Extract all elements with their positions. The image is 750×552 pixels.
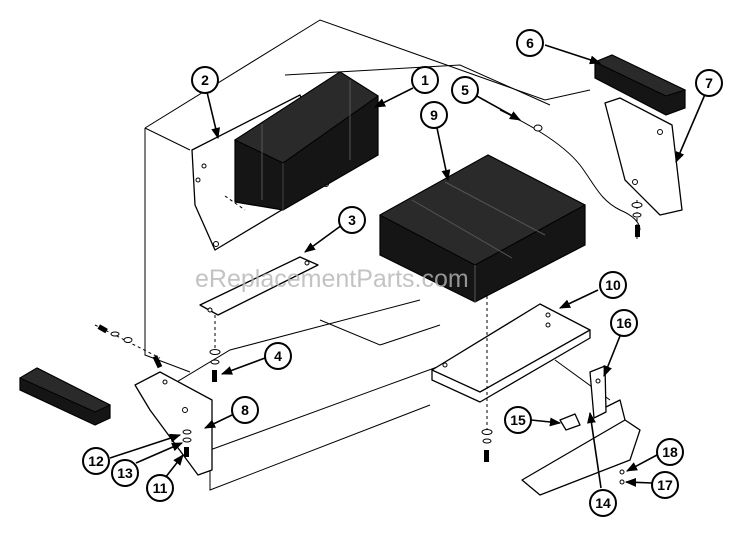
right-tray-pad	[593, 54, 687, 116]
callout-4: 4	[264, 342, 292, 370]
svg-text:5: 5	[461, 82, 469, 98]
callout-8: 8	[231, 396, 259, 424]
callout-9: 9	[420, 101, 448, 129]
callout-18: 18	[656, 438, 684, 466]
callout-11: 11	[146, 474, 174, 502]
callout-12: 12	[82, 447, 110, 475]
svg-text:1: 1	[421, 72, 429, 88]
svg-text:2: 2	[201, 72, 209, 88]
callout-3: 3	[338, 206, 366, 234]
watermark: eReplacementParts.com	[195, 265, 469, 293]
right-base-plate	[431, 296, 591, 462]
fastener-stack-left	[209, 315, 221, 382]
callout-6: 6	[516, 29, 544, 57]
right-bracket	[604, 97, 683, 240]
battery-cable	[499, 109, 641, 231]
svg-text:8: 8	[241, 402, 249, 418]
svg-text:16: 16	[616, 315, 632, 331]
callout-17: 17	[651, 471, 679, 499]
svg-text:3: 3	[348, 212, 356, 228]
callout-16: 16	[610, 309, 638, 337]
callout-7: 7	[695, 69, 723, 97]
right-lower-guard	[521, 365, 641, 496]
left-bracket	[94, 324, 213, 476]
callout-5: 5	[451, 76, 479, 104]
svg-text:11: 11	[153, 480, 168, 496]
svg-text:14: 14	[595, 495, 611, 511]
callout-13: 13	[111, 459, 139, 487]
frame-outline	[144, 19, 611, 491]
svg-text:4: 4	[274, 348, 282, 364]
callout-14: 14	[589, 489, 617, 517]
callout-1: 1	[411, 66, 439, 94]
hold-down-strap-left	[199, 256, 319, 316]
callout-2: 2	[191, 66, 219, 94]
svg-text:7: 7	[705, 75, 713, 91]
svg-text:10: 10	[605, 277, 621, 293]
svg-text:17: 17	[657, 477, 673, 493]
battery-small	[233, 71, 379, 211]
callout-10: 10	[599, 271, 627, 299]
leader-lines	[109, 44, 707, 489]
svg-text:6: 6	[526, 35, 534, 51]
svg-text:18: 18	[662, 444, 678, 460]
callout-15: 15	[504, 406, 532, 434]
svg-text:9: 9	[430, 107, 438, 123]
svg-text:15: 15	[510, 412, 526, 428]
left-tray-pad	[18, 367, 112, 426]
svg-text:12: 12	[88, 453, 104, 469]
battery-large	[378, 154, 587, 303]
svg-text:13: 13	[117, 465, 133, 481]
